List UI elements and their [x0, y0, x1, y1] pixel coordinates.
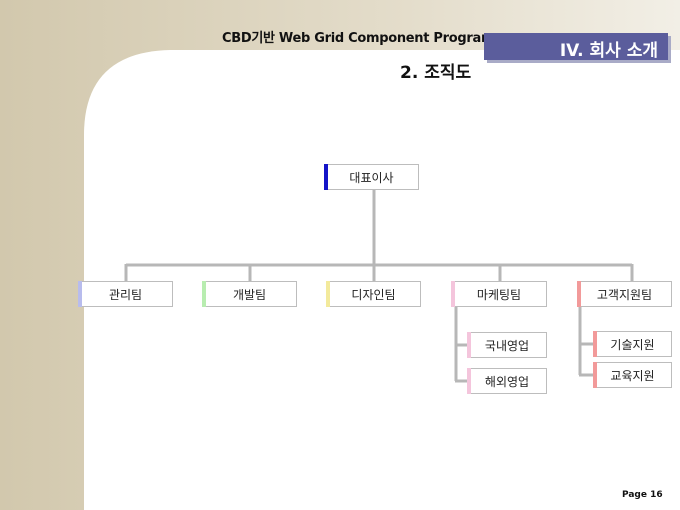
org-node-domestic-sales: 국내영업 [467, 332, 547, 358]
org-node-admin-team: 관리팀 [78, 281, 173, 307]
section-tab: IV. 회사 소개 [484, 33, 668, 61]
org-node-design-team: 디자인팀 [326, 281, 421, 307]
node-label: 디자인팀 [351, 287, 396, 302]
node-label: 대표이사 [349, 170, 394, 185]
org-node-overseas-sales: 해외영업 [467, 368, 547, 394]
node-label: 국내영업 [484, 338, 530, 353]
org-node-dev-team: 개발팀 [202, 281, 297, 307]
node-label: 관리팀 [108, 287, 143, 302]
page-heading: 2. 조직도 [400, 63, 472, 83]
node-label: 기술지원 [610, 337, 655, 352]
node-label: 고객지원팀 [596, 287, 653, 302]
org-node-support-team: 고객지원팀 [577, 281, 672, 307]
node-label: 교육지원 [610, 368, 655, 383]
program-title: CBD기반 Web Grid Component Program [222, 31, 495, 46]
node-label: 해외영업 [484, 374, 530, 389]
org-node-tech-support: 기술지원 [593, 331, 672, 357]
page-number: Page 16 [622, 490, 663, 500]
org-node-education-support: 교육지원 [593, 362, 672, 388]
section-title: IV. 회사 소개 [559, 41, 658, 61]
node-label: 개발팀 [232, 287, 267, 302]
org-node-marketing-team: 마케팅팀 [451, 281, 547, 307]
node-label: 마케팅팀 [476, 287, 522, 302]
org-node-ceo: 대표이사 [324, 164, 419, 190]
